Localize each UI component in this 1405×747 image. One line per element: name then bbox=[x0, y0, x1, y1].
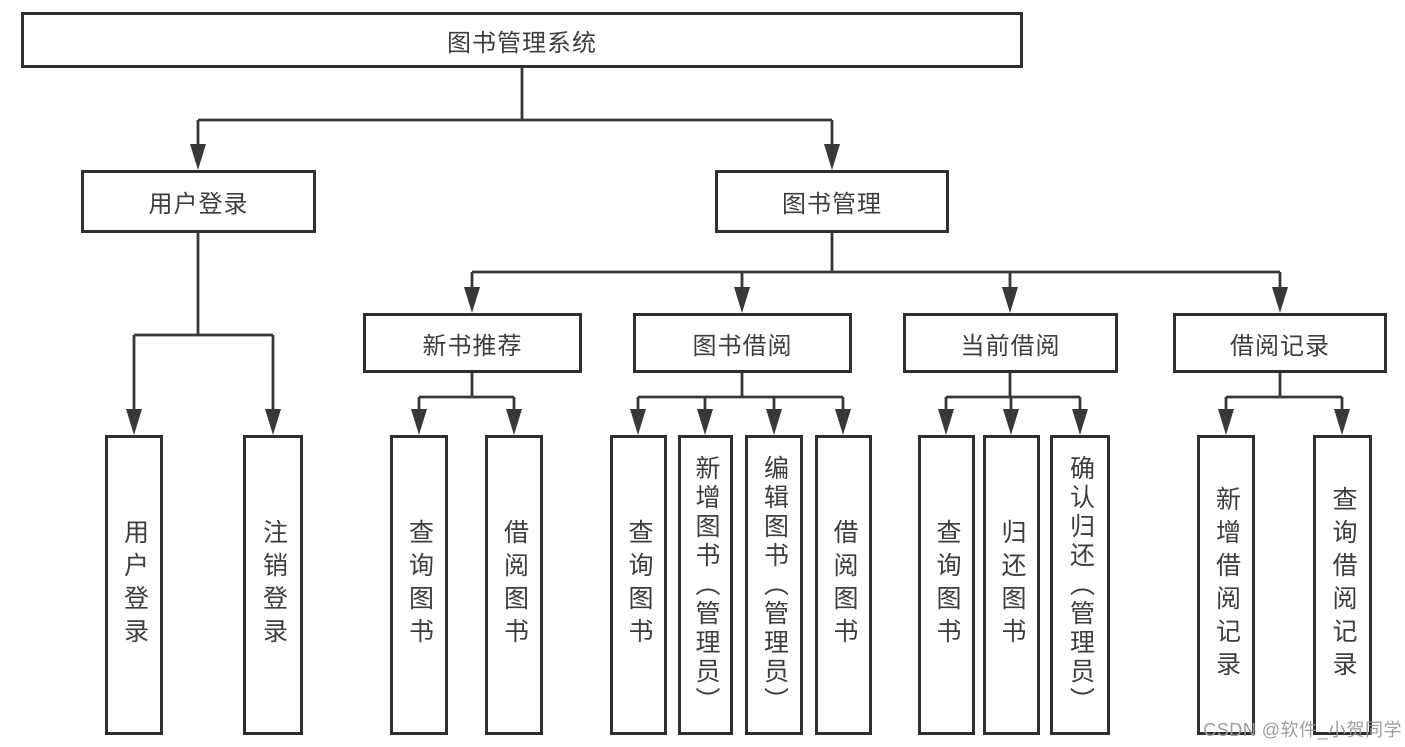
node-label: 借阅记录 bbox=[1230, 332, 1330, 360]
leaf-label: 注销登录 bbox=[259, 519, 288, 651]
leaf-label: 新增图书（管理员） bbox=[692, 454, 720, 716]
node-label: 图书管理系统 bbox=[447, 29, 597, 57]
leaf-edit-book-admin: 编辑图书（管理员） bbox=[745, 435, 803, 735]
node-current-borrow: 当前借阅 bbox=[903, 313, 1118, 373]
leaf-label: 查询图书 bbox=[933, 519, 961, 651]
node-label: 新书推荐 bbox=[422, 332, 523, 360]
leaf-label: 归还图书 bbox=[998, 519, 1026, 651]
leaf-label: 查询借阅记录 bbox=[1329, 486, 1357, 684]
leaf-query-books: 查询图书 bbox=[390, 435, 448, 735]
leaf-query-books: 查询图书 bbox=[918, 435, 975, 735]
leaf-label: 查询图书 bbox=[405, 519, 434, 651]
csdn-watermark: CSDN @软件_小贺同学 bbox=[1203, 720, 1402, 740]
node-book-management: 图书管理 bbox=[715, 170, 949, 233]
node-label: 当前借阅 bbox=[960, 332, 1061, 360]
leaf-label: 查询图书 bbox=[625, 519, 653, 651]
leaf-query-borrow-record: 查询借阅记录 bbox=[1313, 435, 1372, 735]
node-borrow-record: 借阅记录 bbox=[1173, 313, 1387, 373]
node-user-login: 用户登录 bbox=[81, 170, 316, 233]
node-library-management-system: 图书管理系统 bbox=[21, 12, 1023, 68]
leaf-add-borrow-record: 新增借阅记录 bbox=[1197, 435, 1255, 735]
leaf-label: 编辑图书（管理员） bbox=[760, 454, 789, 716]
leaf-borrow-books: 借阅图书 bbox=[815, 435, 872, 735]
node-label: 图书借阅 bbox=[692, 332, 793, 360]
leaf-user-login: 用户登录 bbox=[105, 435, 163, 735]
node-new-book-recommend: 新书推荐 bbox=[363, 313, 582, 373]
arrow-icons bbox=[126, 144, 1350, 435]
leaf-add-book-admin: 新增图书（管理员） bbox=[678, 435, 733, 735]
leaf-label: 用户登录 bbox=[120, 519, 149, 651]
node-label: 用户登录 bbox=[148, 191, 249, 218]
node-book-borrow: 图书借阅 bbox=[633, 313, 852, 373]
leaf-query-books: 查询图书 bbox=[610, 435, 667, 735]
leaf-label: 借阅图书 bbox=[830, 519, 858, 651]
leaf-confirm-return-admin: 确认归还（管理员） bbox=[1050, 435, 1110, 735]
node-label: 图书管理 bbox=[782, 191, 882, 218]
leaf-return-books: 归还图书 bbox=[983, 435, 1040, 735]
leaf-label: 确认归还（管理员） bbox=[1066, 454, 1095, 716]
leaf-label: 新增借阅记录 bbox=[1212, 486, 1241, 684]
leaf-borrow-books: 借阅图书 bbox=[485, 435, 543, 735]
leaf-logout: 注销登录 bbox=[243, 435, 303, 735]
leaf-label: 借阅图书 bbox=[500, 519, 529, 651]
